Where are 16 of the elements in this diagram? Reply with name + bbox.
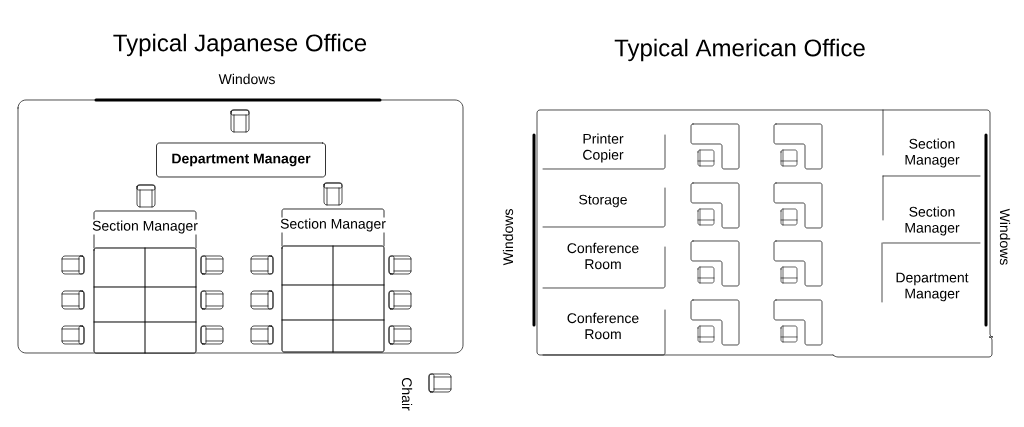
room: Conference Room [542,309,666,356]
label-box: Department Manager [156,142,326,178]
window-label: Windows [502,209,514,266]
office-room: Section Manager [882,109,981,177]
window-label: Windows [999,208,1011,265]
chair-label: Chair [401,377,413,411]
room: Storage [542,187,666,228]
office-room: Section Manager [882,175,981,244]
title: Typical Japanese Office [113,33,367,57]
room: Printer Copier [542,133,666,170]
window-label: Windows [218,73,275,85]
title: Typical American Office [614,38,865,62]
room: Conference Room [542,242,666,289]
office-room: Department Manager [881,242,969,303]
section-bracket: Section Manager [279,208,387,247]
section-bracket: Section Manager [91,210,199,249]
